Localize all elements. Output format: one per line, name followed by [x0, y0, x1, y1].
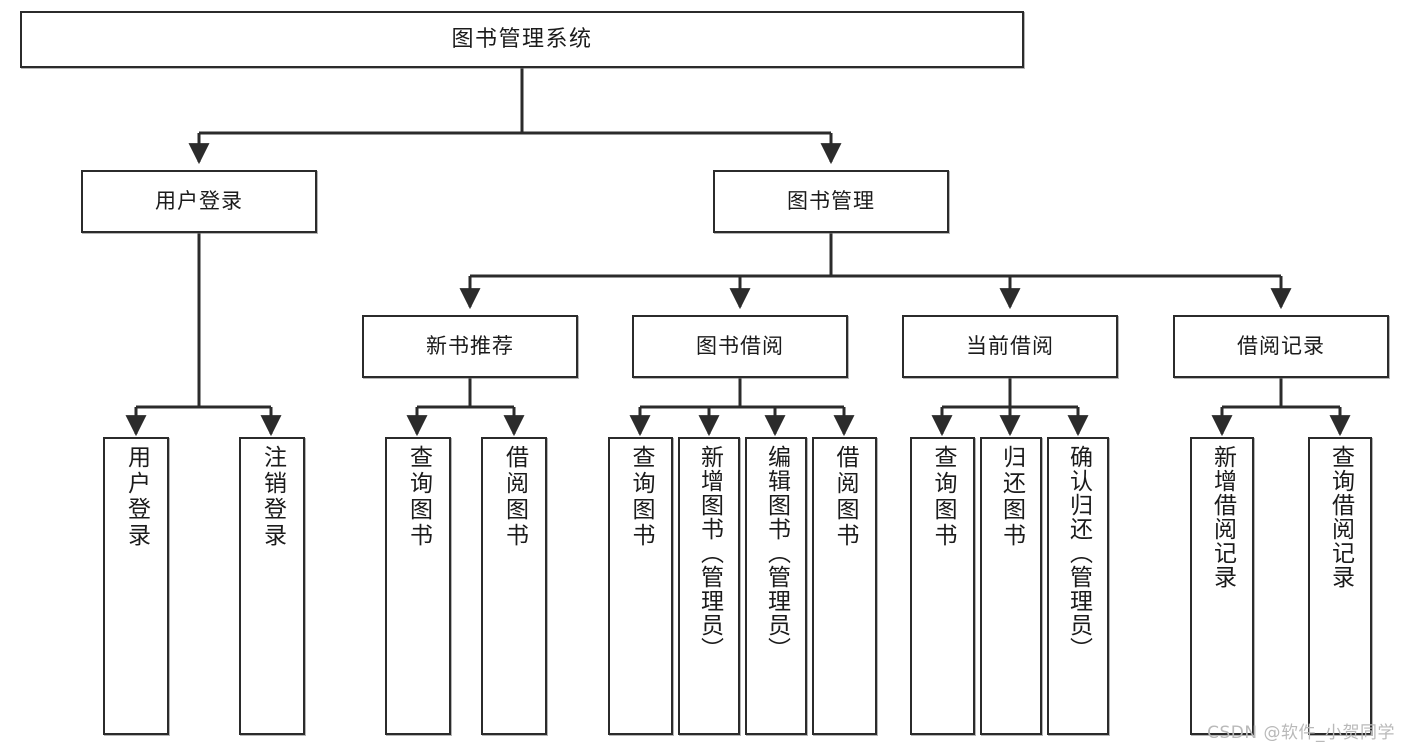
node-label: 用户登录 [123, 445, 150, 549]
leaf-borrow-book[interactable]: 借阅图书 [812, 437, 877, 735]
node-label: 查询图书 [405, 445, 432, 549]
node-label: 查询借阅记录 [1327, 445, 1354, 589]
leaf-borrow-book-recommend[interactable]: 借阅图书 [481, 437, 547, 735]
node-label: 图书管理 [787, 189, 875, 214]
node-new-book-recommend[interactable]: 新书推荐 [362, 315, 578, 378]
node-current-borrow[interactable]: 当前借阅 [902, 315, 1118, 378]
leaf-logout[interactable]: 注销登录 [239, 437, 305, 735]
node-book-borrow[interactable]: 图书借阅 [632, 315, 848, 378]
node-label: 当前借阅 [966, 334, 1054, 359]
node-root-book-management-system[interactable]: 图书管理系统 [20, 11, 1024, 68]
node-borrow-record[interactable]: 借阅记录 [1173, 315, 1389, 378]
node-label: 新增借阅记录 [1209, 445, 1236, 589]
leaf-confirm-return-admin[interactable]: 确认归还（管理员） [1047, 437, 1109, 735]
node-label: 查询图书 [628, 445, 654, 549]
node-label: 借阅图书 [832, 445, 858, 549]
leaf-query-book-borrow[interactable]: 查询图书 [608, 437, 673, 735]
leaf-query-book-current[interactable]: 查询图书 [910, 437, 975, 735]
leaf-add-borrow-record[interactable]: 新增借阅记录 [1190, 437, 1254, 735]
node-label: 编辑图书（管理员） [763, 445, 790, 661]
node-label: 查询图书 [930, 445, 956, 549]
leaf-add-book-admin[interactable]: 新增图书（管理员） [678, 437, 740, 735]
leaf-return-book[interactable]: 归还图书 [980, 437, 1042, 735]
leaf-edit-book-admin[interactable]: 编辑图书（管理员） [745, 437, 807, 735]
node-label: 归还图书 [998, 445, 1025, 549]
node-label: 新增图书（管理员） [696, 445, 723, 661]
leaf-user-login[interactable]: 用户登录 [103, 437, 169, 735]
node-label: 借阅记录 [1237, 334, 1325, 359]
node-label: 注销登录 [259, 445, 286, 549]
node-label: 借阅图书 [501, 445, 528, 549]
leaf-query-borrow-record[interactable]: 查询借阅记录 [1308, 437, 1372, 735]
node-label: 新书推荐 [426, 334, 514, 359]
node-user-login[interactable]: 用户登录 [81, 170, 317, 233]
node-label: 图书借阅 [696, 334, 784, 359]
node-label: 用户登录 [155, 189, 243, 214]
node-label: 确认归还（管理员） [1065, 445, 1092, 661]
leaf-query-book-recommend[interactable]: 查询图书 [385, 437, 451, 735]
node-label: 图书管理系统 [451, 26, 593, 52]
node-book-management[interactable]: 图书管理 [713, 170, 949, 233]
